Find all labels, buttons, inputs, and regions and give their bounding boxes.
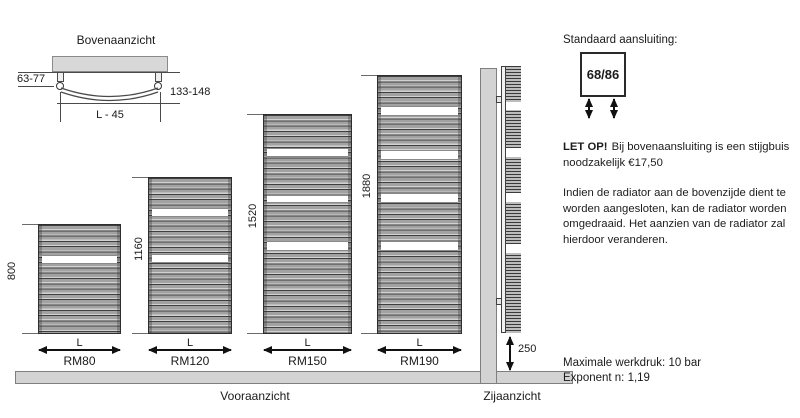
radiator-model-label: RM190 bbox=[400, 354, 439, 368]
towel-gap bbox=[381, 241, 458, 251]
towel-gap bbox=[381, 150, 458, 160]
towel-gap bbox=[381, 106, 458, 116]
height-witness-top bbox=[132, 177, 148, 178]
side-view-caption: Zijaanzicht bbox=[483, 389, 541, 403]
top-view-title: Bovenaanzicht bbox=[76, 33, 156, 47]
radiator-body bbox=[148, 177, 232, 334]
top-view-curved-tube bbox=[60, 87, 159, 102]
side-towel-gap bbox=[506, 102, 521, 110]
side-view-bottom-bracket bbox=[496, 298, 502, 305]
width-dim-arrow bbox=[377, 346, 462, 354]
top-view-total-depth-label: 133-148 bbox=[170, 86, 211, 98]
width-dim-arrow bbox=[148, 346, 232, 354]
width-dim-arrow bbox=[263, 346, 352, 354]
connection-flow-arrow-left bbox=[585, 98, 593, 119]
height-witness-top bbox=[247, 114, 263, 115]
side-view-top-bracket bbox=[496, 96, 502, 103]
height-witness-top bbox=[22, 224, 38, 225]
towel-gap bbox=[152, 254, 228, 263]
height-witness-bottom bbox=[361, 333, 377, 334]
towel-gap bbox=[152, 208, 228, 217]
connection-title: Standaard aansluiting: bbox=[563, 34, 678, 46]
radiator-height-label: 1160 bbox=[133, 237, 145, 261]
max-pressure-label: Maximale werkdruk: 10 bar bbox=[563, 357, 702, 369]
connection-size-box: 68/86 bbox=[580, 52, 626, 97]
height-witness-bottom bbox=[132, 333, 148, 334]
top-view-dim-right-extension bbox=[160, 92, 161, 122]
top-view-wall-face-line bbox=[18, 72, 180, 73]
front-view-caption: Vooraanzicht bbox=[220, 389, 290, 403]
floor-clearance-label: 250 bbox=[518, 343, 537, 355]
radiator-body bbox=[38, 224, 121, 334]
towel-gap bbox=[381, 193, 458, 203]
exponent-label: Exponent n: 1,19 bbox=[563, 372, 650, 384]
radiator-model-label: RM80 bbox=[63, 354, 96, 368]
top-view-left-pivot bbox=[56, 82, 64, 90]
top-view-right-pivot bbox=[154, 82, 162, 90]
note-paragraph: Indien de radiator aan de bovenzijde die… bbox=[563, 187, 787, 246]
width-dim-label: L bbox=[304, 337, 311, 349]
warning-paragraph: LET OP!Bij bovenaansluiting is een stijg… bbox=[563, 140, 800, 171]
radiator-model-label: RM150 bbox=[288, 354, 327, 368]
top-view-wall-section bbox=[52, 56, 168, 72]
width-dim-label: L bbox=[186, 337, 194, 349]
height-witness-bottom bbox=[22, 333, 38, 334]
side-view-wall bbox=[480, 68, 497, 384]
radiator-body bbox=[377, 75, 462, 334]
side-towel-gap bbox=[506, 244, 521, 253]
towel-gap bbox=[267, 241, 348, 251]
top-view-tube-width-label: L - 45 bbox=[96, 109, 124, 121]
warning-text: Bij bovenaansluiting is een stijgbuis no… bbox=[563, 141, 790, 169]
warning-bold: LET OP! bbox=[563, 141, 608, 153]
top-view-left-bracket bbox=[57, 72, 64, 82]
floor-clearance-arrow bbox=[506, 336, 514, 371]
top-view-bracket-depth-label: 63-77 bbox=[17, 73, 46, 85]
side-view-collector-tube bbox=[501, 66, 506, 333]
side-towel-gap bbox=[506, 193, 521, 202]
side-view-tube-stack bbox=[506, 66, 521, 333]
wall-floor-junction bbox=[481, 372, 496, 383]
top-view-left-reference-line bbox=[18, 86, 54, 87]
floor bbox=[15, 371, 573, 384]
connection-flow-arrow-right bbox=[610, 98, 618, 119]
width-dim-arrow bbox=[38, 346, 121, 354]
top-view-dim-left-extension bbox=[60, 92, 61, 122]
radiator-body bbox=[263, 114, 352, 334]
towel-gap bbox=[267, 148, 348, 157]
top-view-right-bracket bbox=[155, 72, 162, 82]
height-witness-top bbox=[361, 75, 377, 76]
towel-gap bbox=[267, 195, 348, 203]
side-towel-gap bbox=[506, 148, 521, 157]
radiator-height-label: 1520 bbox=[247, 203, 259, 229]
towel-gap bbox=[42, 255, 117, 264]
width-dim-label: L bbox=[76, 337, 83, 349]
radiator-height-label: 800 bbox=[6, 261, 18, 281]
height-witness-bottom bbox=[247, 333, 263, 334]
radiator-height-label: 1880 bbox=[361, 173, 373, 199]
radiator-model-label: RM120 bbox=[170, 354, 210, 368]
top-view-front-reference-line bbox=[57, 103, 180, 104]
width-dim-label: L bbox=[416, 337, 423, 349]
